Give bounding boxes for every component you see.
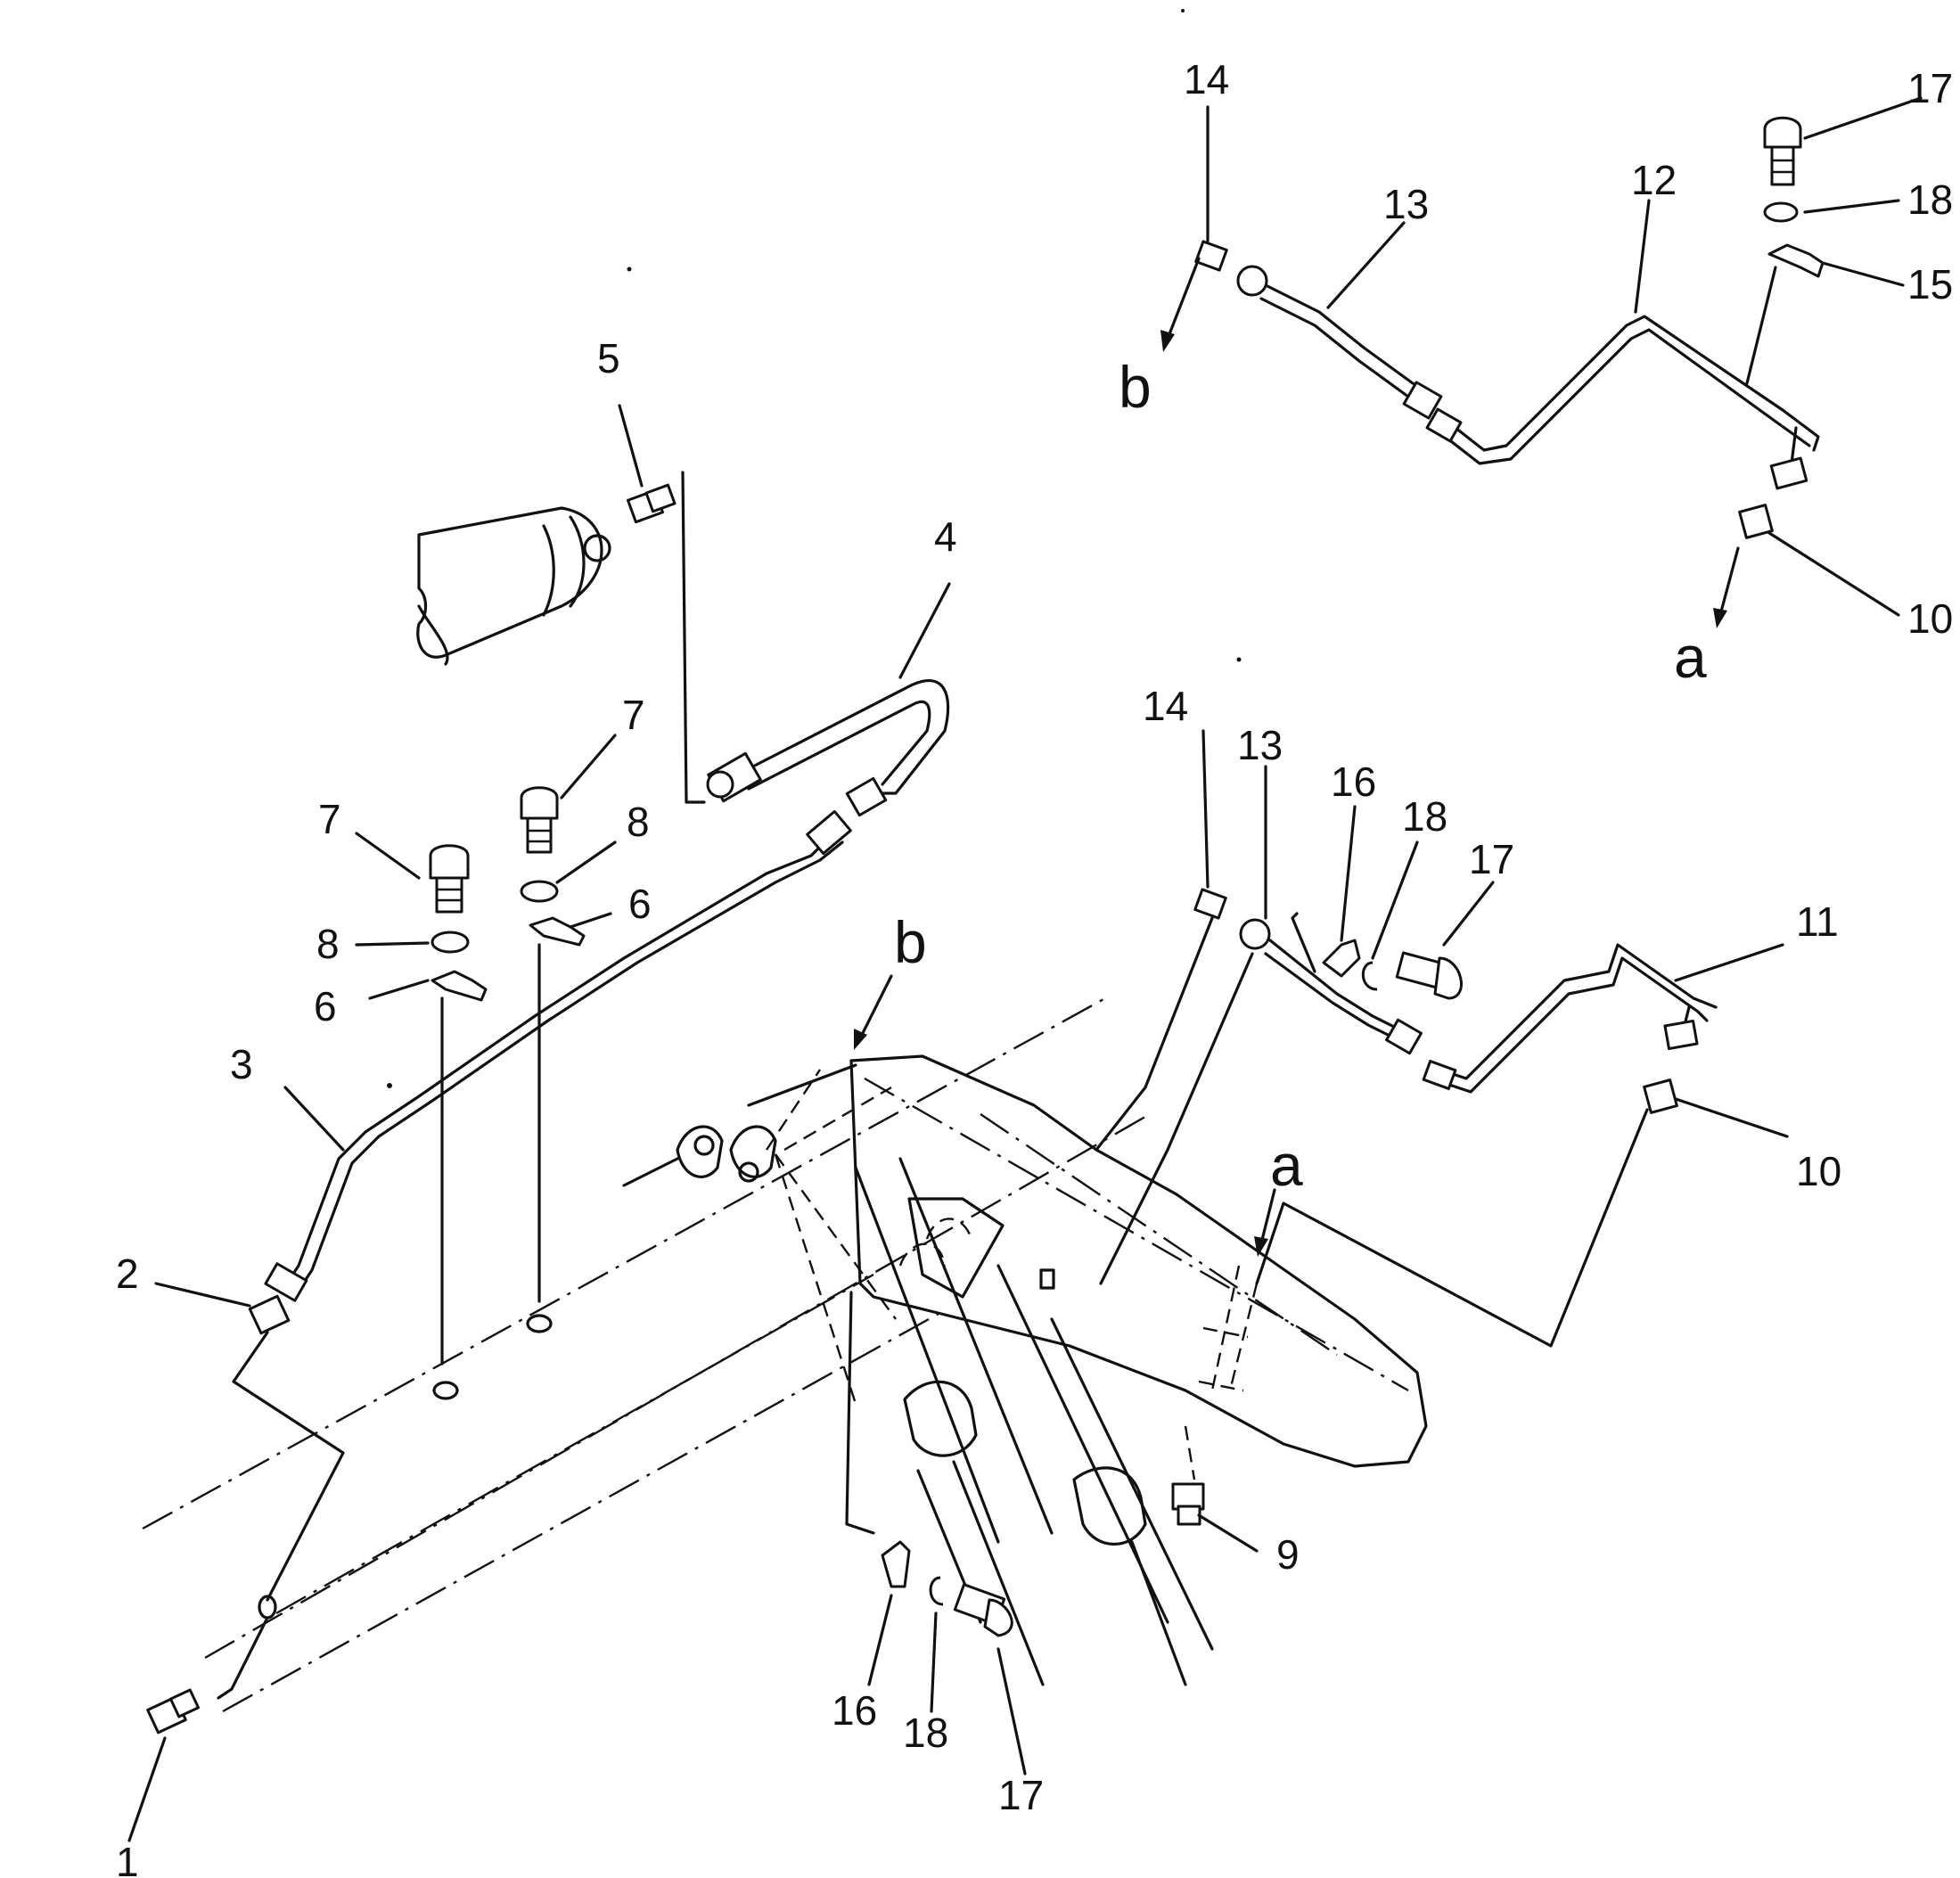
pipe-12 [1425,315,1820,490]
callout-16a: 16 [1331,759,1376,805]
hose-13b [1239,918,1423,1055]
callout-5: 5 [597,335,620,381]
clamp-16b [1322,939,1361,978]
washer-18c [1763,201,1799,223]
ref-b-top: b [1119,354,1152,420]
callout-14a: 14 [1184,56,1229,103]
callout-16b: 16 [832,1687,877,1734]
callout-11: 11 [1796,898,1839,945]
fitting-10a [1738,504,1774,539]
boom-assembly [142,996,1428,1713]
callout-12: 12 [1631,157,1677,203]
callout-13b: 13 [1237,722,1283,768]
washer-8a [431,931,470,954]
fitting-14a [1194,240,1228,272]
bolt-17a [953,1583,1013,1637]
clamp-16a [881,1540,911,1588]
leader-lines [127,96,1923,1842]
callout-15: 15 [1907,261,1953,308]
callout-10a: 10 [1796,1148,1841,1194]
ref-b-main: b [894,909,927,975]
callout-18b: 18 [1402,793,1447,840]
callout-7a: 7 [318,796,341,842]
reference-arrows [854,257,1740,1257]
clamp-15 [1767,243,1825,278]
callout-17b: 17 [1469,836,1514,882]
fitting-9 [1171,1482,1205,1526]
pipe-3 [264,809,852,1302]
callout-7b: 7 [622,692,645,738]
fitting-14b [1193,888,1227,920]
callout-17c: 17 [998,1772,1044,1818]
accumulator-body [416,506,611,666]
callout-6a: 6 [314,983,337,1029]
bolt-17c [1763,116,1802,186]
fitting-2 [248,1294,291,1335]
clamp-6a [431,970,488,1002]
bolt-7a [429,844,470,914]
washer-18b [1361,961,1378,991]
hose-13a [1236,265,1443,420]
fitting-5 [627,483,677,524]
callout-10b: 10 [1907,595,1953,642]
bolt-17b [1395,951,1463,1000]
fitting-10b [1643,1078,1678,1114]
callout-17a: 17 [1907,65,1953,111]
bolt-7b [520,786,559,854]
callout-13a: 13 [1383,181,1429,227]
ref-a-top: a [1674,624,1707,690]
callout-3: 3 [230,1041,253,1087]
callout-2: 2 [116,1251,139,1297]
callout-1: 1 [116,1839,139,1878]
clamp-6b [529,916,586,947]
callout-14b: 14 [1143,683,1188,729]
pipe-11 [1422,943,1718,1094]
callout-18a: 18 [1907,176,1953,223]
callout-18c: 18 [903,1710,948,1756]
callout-8b: 8 [627,799,650,845]
callout-9: 9 [1276,1531,1300,1578]
callout-4: 4 [934,513,957,560]
ref-a-main: a [1270,1132,1303,1198]
callout-6b: 6 [628,881,652,927]
hose-4 [706,679,950,817]
washer-18a [929,1576,944,1606]
callout-8a: 8 [316,921,340,967]
washer-8b [520,880,559,903]
fitting-1 [146,1688,201,1734]
